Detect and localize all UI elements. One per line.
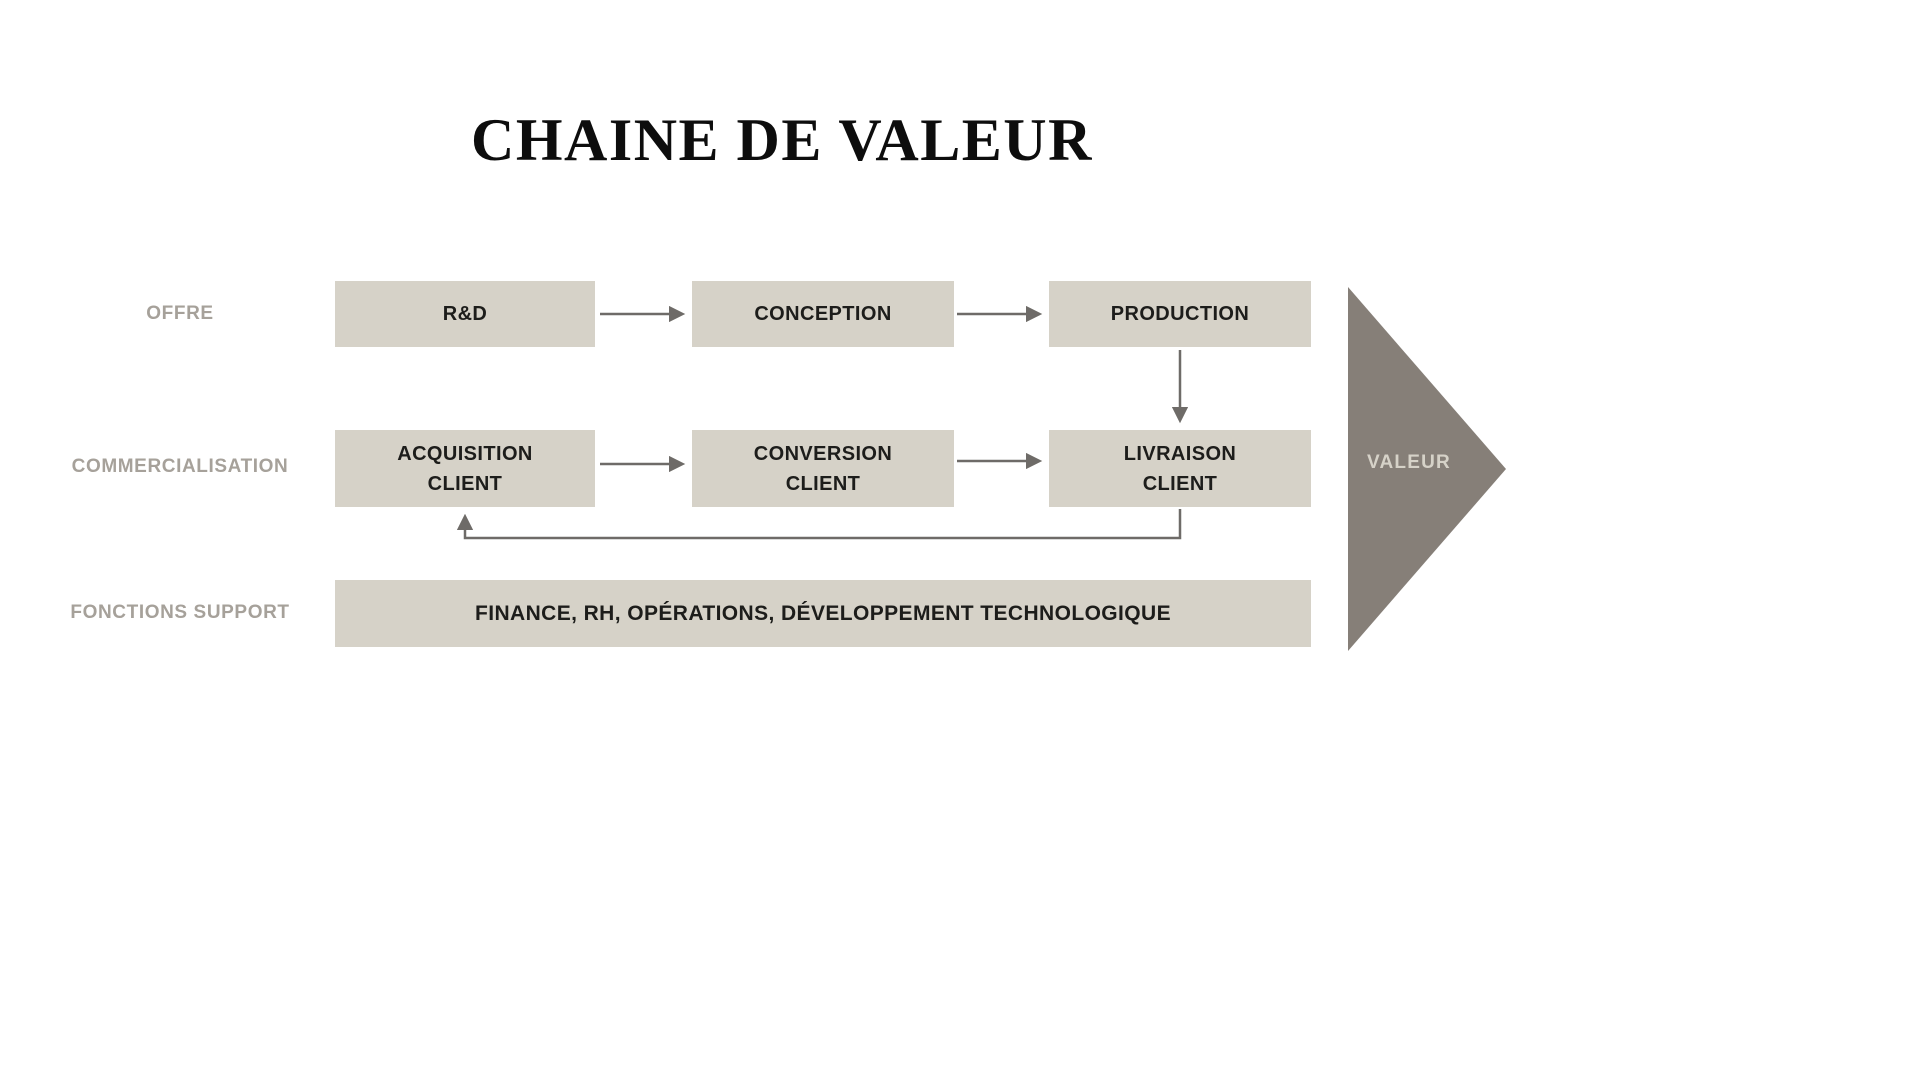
box-production: PRODUCTION xyxy=(1049,281,1311,347)
row-label-fonctions-support: FONCTIONS SUPPORT xyxy=(70,602,290,623)
box-rd: R&D xyxy=(335,281,595,347)
arrow-livraison-feedback-to-acquisition xyxy=(456,509,1182,540)
row-label-commercialisation: COMMERCIALISATION xyxy=(71,456,289,477)
box-livraison-client: LIVRAISON CLIENT xyxy=(1049,430,1311,507)
row-label-offre: OFFRE xyxy=(146,303,214,324)
value-arrow-label: VALEUR xyxy=(1367,452,1451,473)
box-conception: CONCEPTION xyxy=(692,281,954,347)
box-fonctions-support: FINANCE, RH, OPÉRATIONS, DÉVELOPPEMENT T… xyxy=(335,580,1311,647)
box-conversion-client: CONVERSION CLIENT xyxy=(692,430,954,507)
value-arrow-icon xyxy=(1348,287,1506,651)
page-title: CHAINE DE VALEUR xyxy=(471,107,1093,173)
box-acquisition-client: ACQUISITION CLIENT xyxy=(335,430,595,507)
